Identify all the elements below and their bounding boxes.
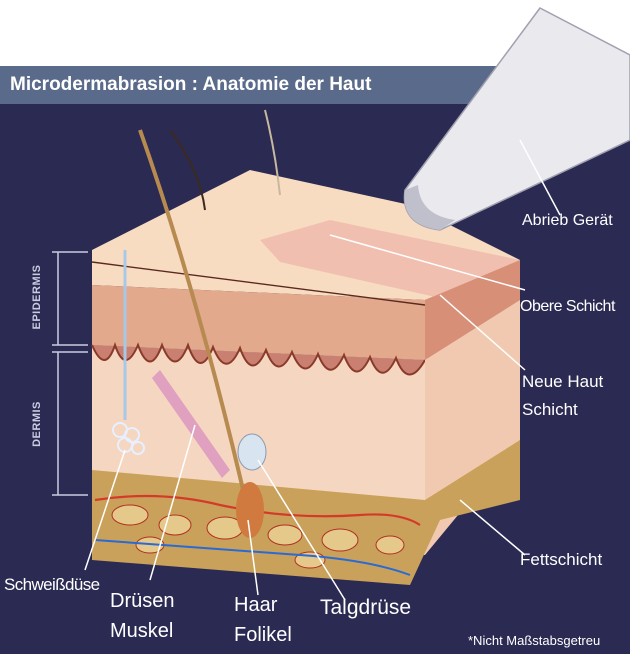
label-abrieb-geraet: Abrieb Gerät	[522, 212, 613, 230]
label-folikel: Folikel	[234, 624, 292, 647]
label-obere-schicht: Obere Schicht	[520, 298, 615, 316]
footnote: *Nicht Maßstabsgetreu	[468, 634, 600, 649]
page-title: Microdermabrasion : Anatomie der Haut	[10, 74, 371, 96]
label-muskel: Muskel	[110, 620, 173, 643]
label-schweissdruese: Schweißdüse	[4, 575, 99, 595]
label-neue-haut-2: Schicht	[522, 400, 578, 420]
label-neue-haut-1: Neue Haut	[522, 372, 603, 392]
label-haar: Haar	[234, 594, 277, 617]
epidermis-label: EPIDERMIS	[31, 262, 43, 332]
label-fettschicht: Fettschicht	[520, 550, 602, 570]
label-druesen: Drüsen	[110, 590, 174, 613]
label-talgdruese: Talgdrüse	[320, 596, 411, 620]
dermis-label: DERMIS	[31, 389, 43, 459]
sebaceous-gland	[238, 434, 266, 470]
